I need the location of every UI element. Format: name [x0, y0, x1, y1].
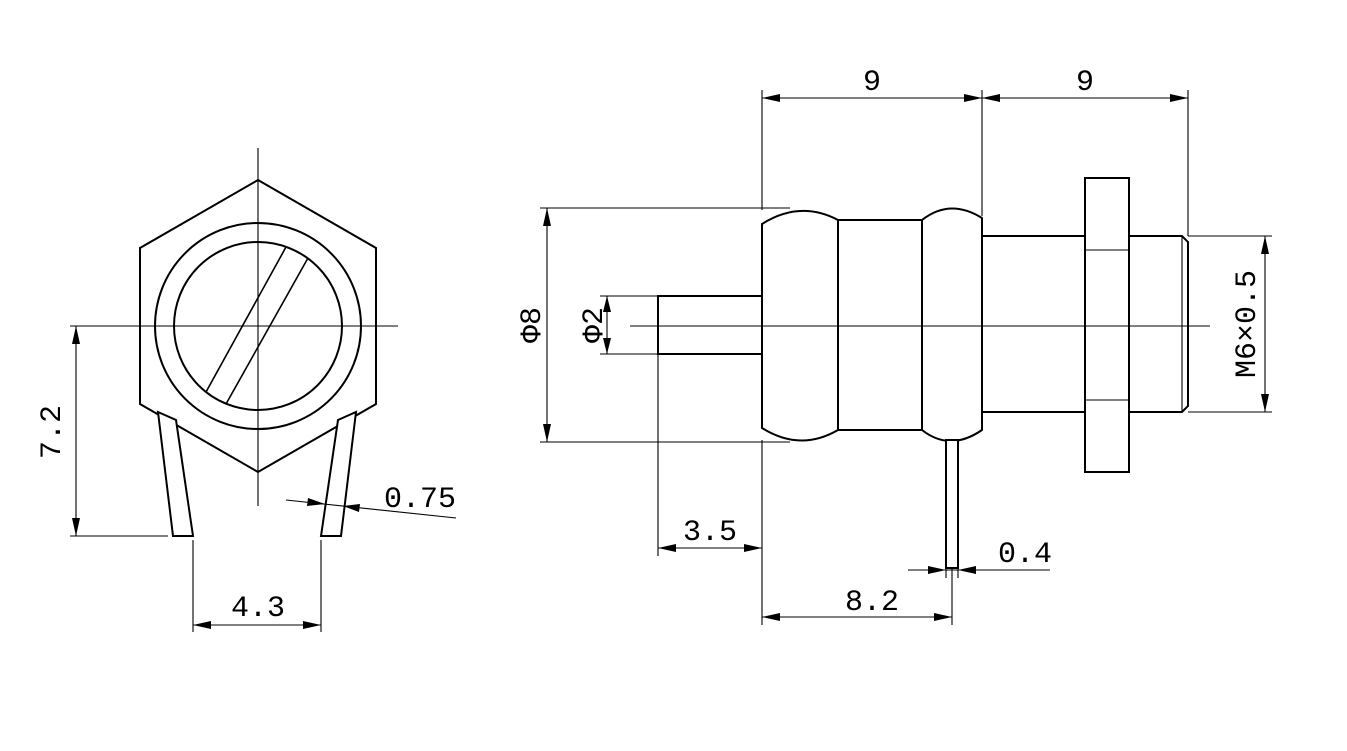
arrow	[762, 613, 780, 621]
dim-pin-spacing: 4.3	[231, 592, 285, 626]
dim-plunger-diameter: Φ2	[578, 307, 612, 343]
arrow	[934, 613, 952, 621]
arrow	[307, 498, 325, 506]
pin-left	[156, 410, 195, 537]
arrow	[762, 94, 780, 102]
arrow	[928, 566, 946, 574]
nut-side	[1084, 177, 1130, 473]
arrow	[343, 504, 360, 512]
arrow	[603, 296, 611, 312]
arrow	[964, 94, 982, 102]
body-rear-bulge	[921, 207, 983, 442]
slot-line	[205, 246, 287, 393]
dim-body-diameter: Φ8	[516, 307, 550, 343]
arrow	[744, 544, 762, 552]
dim-thread-spec: M6×0.5	[1231, 270, 1265, 378]
dim-body-length: 9	[863, 66, 881, 100]
arrow	[543, 208, 551, 226]
body-middle	[837, 219, 923, 431]
slot-line	[225, 257, 309, 405]
arrow	[1261, 236, 1269, 254]
arrow	[1170, 94, 1188, 102]
plunger	[657, 295, 763, 355]
arrow	[958, 566, 976, 574]
arrow	[543, 424, 551, 442]
dim-pin-position: 8.2	[845, 586, 899, 620]
arrow	[72, 518, 80, 536]
arrow	[72, 326, 80, 344]
dim-pin-width: 0.75	[384, 483, 456, 517]
side-view: 9 9 Φ8 Φ2 3.5 8.2	[516, 66, 1272, 625]
arrow	[303, 621, 321, 629]
dim-thread-length: 9	[1076, 66, 1094, 100]
dim-front-height: 7.2	[36, 405, 70, 459]
solder-pin	[945, 439, 959, 569]
arrow	[1261, 394, 1269, 412]
dim-plunger-length: 3.5	[683, 516, 737, 550]
arrow	[193, 621, 211, 629]
arrow	[658, 544, 676, 552]
front-view: 7.2 4.3 0.75	[36, 148, 457, 632]
dim-pin-thickness: 0.4	[998, 538, 1052, 572]
arrow	[603, 338, 611, 354]
arrow	[982, 94, 1000, 102]
